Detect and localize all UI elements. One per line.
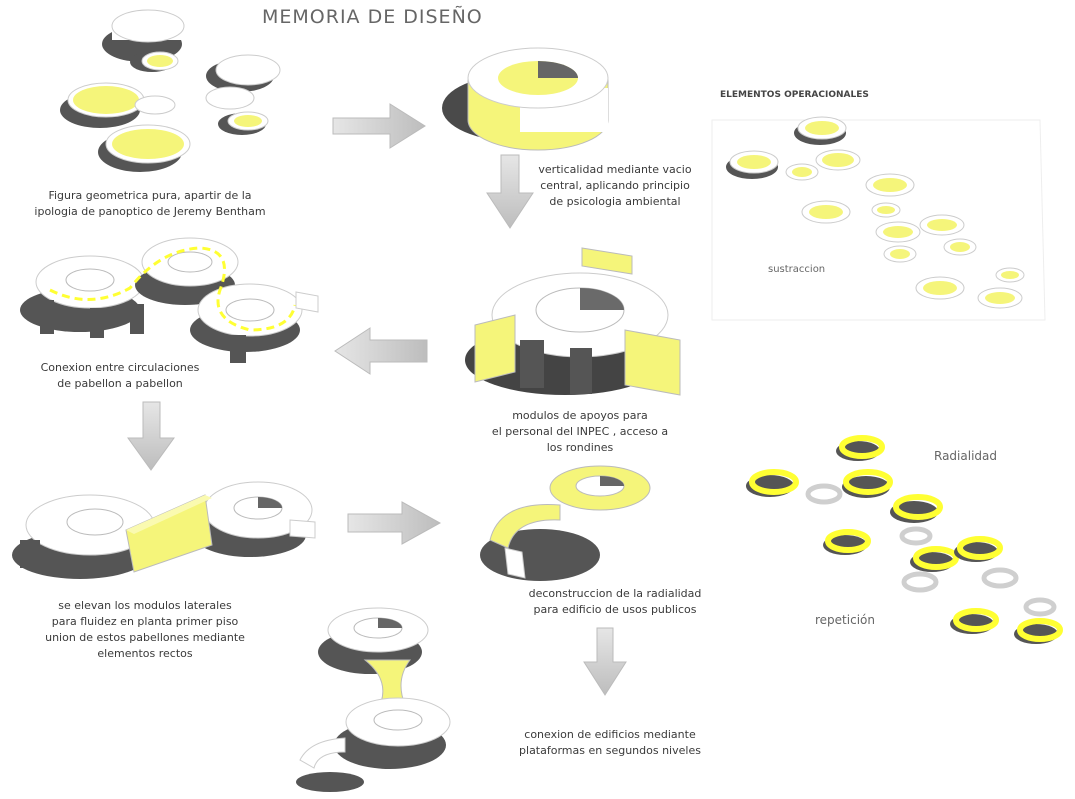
ring-yellow — [950, 608, 999, 634]
cylinder — [205, 86, 255, 110]
subtraction-module — [815, 149, 861, 171]
subtraction-module — [995, 267, 1025, 283]
subtraction-module — [726, 150, 779, 179]
subtraction-module — [977, 287, 1023, 309]
ring-yellow — [842, 469, 893, 498]
radiality-panel — [746, 435, 1063, 644]
caption-step1: Figura geometrica pura, apartir de la ip… — [30, 188, 270, 220]
caption-step7: conexion de edificios mediante plataform… — [500, 727, 720, 759]
ring-gray — [899, 526, 933, 546]
arrow-right-2 — [347, 501, 442, 545]
caption-line: deconstruccion de la radialidad — [528, 587, 702, 600]
subtraction-module — [801, 200, 851, 224]
caption-line: el personal del INPEC , acceso a — [491, 425, 669, 438]
caption-line: union de estos pabellones mediante — [45, 631, 245, 644]
label-operational-elements: ELEMENTOS OPERACIONALES — [720, 90, 869, 100]
operational-elements-panel — [711, 116, 1046, 321]
subtraction-module — [794, 116, 847, 145]
cylinder — [134, 95, 176, 115]
caption-line: verticalidad mediante vacio — [538, 163, 692, 176]
caption-line: para fluidez en planta primer piso — [51, 615, 239, 628]
caption-step2: verticalidad mediante vacio central, apl… — [520, 162, 710, 210]
cylinder — [206, 54, 281, 92]
step7-platforms-figure — [296, 607, 451, 792]
ring-yellow — [890, 494, 943, 523]
caption-line: elementos rectos — [97, 647, 193, 660]
label-radiality: Radialidad — [934, 449, 997, 463]
cylinder — [218, 111, 269, 135]
step1-cylinders-figure — [60, 9, 281, 172]
caption-line: para edificio de usos publicos — [533, 603, 697, 616]
subtraction-module — [871, 202, 901, 218]
step3-ring-modules-figure — [465, 247, 681, 396]
ring-yellow — [1014, 618, 1063, 644]
subtraction-module — [915, 276, 965, 300]
cylinder — [60, 82, 145, 128]
ring-gray — [805, 483, 843, 505]
ring-gray — [901, 571, 939, 593]
arrow-down-1 — [486, 154, 534, 229]
caption-line: Conexion entre circulaciones — [40, 361, 200, 374]
caption-step5: se elevan los modulos laterales para flu… — [30, 598, 260, 662]
caption-line: Figura geometrica pura, apartir de la — [48, 189, 252, 202]
caption-line: conexion de edificios mediante — [524, 728, 696, 741]
arrow-down-3 — [583, 627, 627, 696]
ring-yellow — [823, 529, 871, 555]
caption-step3: modulos de apoyos para el personal del I… — [470, 408, 690, 456]
caption-line: de psicologia ambiental — [549, 195, 681, 208]
subtraction-module — [943, 238, 977, 256]
subtraction-module — [865, 173, 915, 197]
subtraction-module — [919, 214, 965, 236]
ring-yellow — [954, 536, 1003, 562]
caption-step6: deconstruccion de la radialidad para edi… — [505, 586, 725, 618]
step6-deconstruction-figure — [480, 465, 651, 581]
ring-yellow — [910, 546, 959, 572]
subtraction-module — [883, 245, 917, 263]
caption-step4: Conexion entre circulaciones de pabellon… — [20, 360, 220, 392]
arrow-right-1 — [332, 103, 426, 149]
subtraction-module — [785, 163, 819, 181]
ring-gray — [981, 567, 1019, 589]
ring-gray — [1023, 597, 1057, 617]
step4-connected-rings-figure — [20, 237, 319, 363]
caption-line: plataformas en segundos niveles — [519, 744, 701, 757]
arrow-left-1 — [334, 327, 428, 375]
caption-line: los rondines — [546, 441, 614, 454]
cylinder — [102, 9, 185, 62]
label-repetition: repetición — [815, 613, 875, 627]
step5-elevated-modules-figure — [12, 481, 316, 579]
step2-ring-figure — [442, 47, 609, 151]
caption-line: modulos de apoyos para — [512, 409, 648, 422]
ring-yellow — [746, 469, 799, 497]
label-subtraction: sustraccion — [768, 264, 826, 275]
caption-line: se elevan los modulos laterales — [58, 599, 232, 612]
cylinder — [130, 51, 179, 72]
ring-yellow — [836, 435, 885, 461]
caption-line: de pabellon a pabellon — [57, 377, 183, 390]
arrow-down-2 — [127, 401, 175, 471]
cylinder — [98, 124, 191, 172]
subtraction-module — [875, 221, 921, 243]
caption-line: central, aplicando principio — [540, 179, 690, 192]
caption-line: ipologia de panoptico de Jeremy Bentham — [34, 205, 266, 218]
page-title: MEMORIA DE DISEÑO — [262, 6, 483, 28]
